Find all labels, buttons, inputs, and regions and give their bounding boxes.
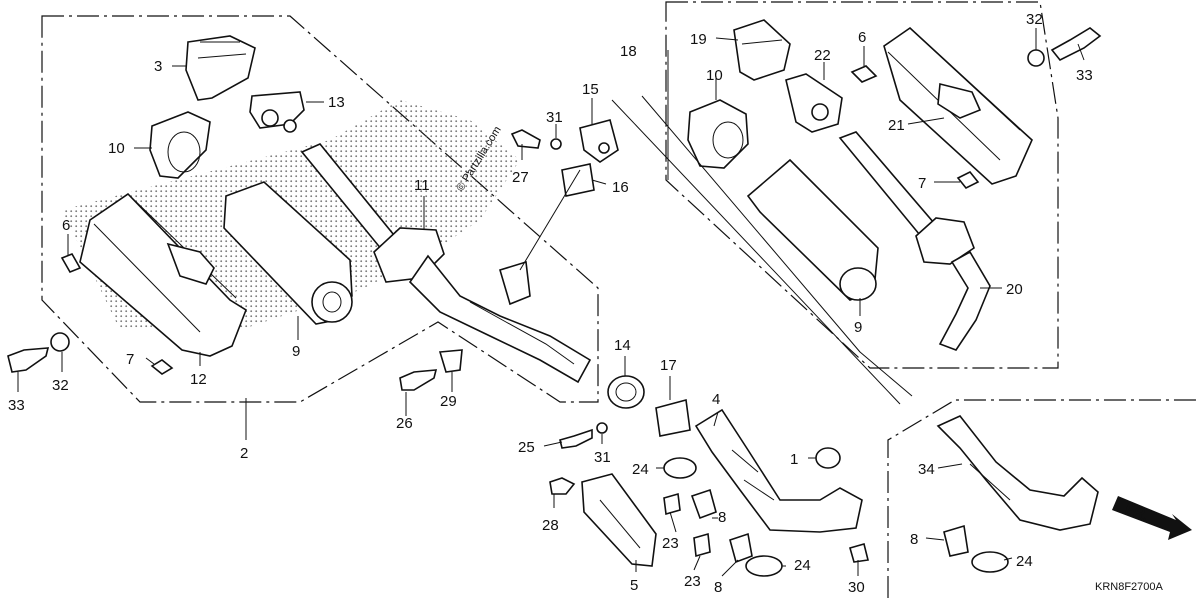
callout-17: 17 xyxy=(660,357,677,374)
inner-cone-part-10-right xyxy=(687,99,749,169)
callout-32-left: 32 xyxy=(52,377,69,394)
callout-8-lower: 8 xyxy=(714,579,722,596)
bracket-part-8-upper xyxy=(690,488,717,520)
muffler-body-part-21 xyxy=(883,26,1033,185)
callout-15: 15 xyxy=(582,81,599,98)
forward-direction-arrow-icon xyxy=(1112,496,1192,540)
callout-32-right: 32 xyxy=(1026,11,1043,28)
callout-26: 26 xyxy=(396,415,413,432)
callout-11: 11 xyxy=(414,177,430,194)
silencer-insert-part-9-left xyxy=(223,181,353,325)
screw-part-6-right xyxy=(850,65,878,83)
screw-part-7-right xyxy=(956,170,980,190)
bracket-clamp-part-15 xyxy=(579,119,619,163)
callout-labels: 3 13 10 6 7 12 32 33 9 2 11 15 31 27 16 … xyxy=(8,11,1093,596)
washer-part-31-lower xyxy=(596,422,608,434)
screw-part-6-left xyxy=(60,252,82,274)
clip-part-23-upper xyxy=(663,492,681,516)
bolt-part-27 xyxy=(510,129,541,149)
callout-24-inset: 24 xyxy=(1016,553,1033,570)
callout-16: 16 xyxy=(612,179,629,196)
assembly-frame-2 xyxy=(41,15,599,403)
callout-8-inset: 8 xyxy=(910,531,918,548)
callout-28: 28 xyxy=(542,517,559,534)
washer-part-32-left xyxy=(50,332,70,352)
pipe-part-20 xyxy=(838,131,991,351)
inner-cone-part-10 xyxy=(149,111,211,179)
clip-part-29 xyxy=(438,349,463,373)
callout-7-right: 7 xyxy=(918,175,926,192)
callout-19: 19 xyxy=(690,31,707,48)
exhaust-header-part-4 xyxy=(694,408,863,533)
callout-6-left: 6 xyxy=(62,217,70,234)
diagram-code: KRN8F2700A xyxy=(1095,581,1164,593)
callout-23-lower: 23 xyxy=(684,573,701,590)
header-assembly-part-34 xyxy=(936,415,1099,531)
bolt-part-33-left xyxy=(7,347,50,373)
inset-frame-34 xyxy=(887,399,1200,598)
pipe-flange-part-11 xyxy=(300,143,592,384)
callout-30: 30 xyxy=(848,579,865,596)
clamp-part-24-upper xyxy=(663,457,697,479)
mounting-plate-part-22 xyxy=(785,73,843,133)
mounting-plate-part-13 xyxy=(249,91,305,133)
bolt-part-33-right xyxy=(1050,27,1102,62)
callout-24-lower: 24 xyxy=(794,557,811,574)
callout-5: 5 xyxy=(630,577,638,594)
gasket-part-1 xyxy=(815,447,841,469)
assembly-frame-18 xyxy=(665,1,1059,369)
callout-9-left: 9 xyxy=(292,343,300,360)
callout-leaders xyxy=(17,28,1085,577)
nut-part-30 xyxy=(849,543,869,563)
callout-33-left: 33 xyxy=(8,397,25,414)
callout-4: 4 xyxy=(712,391,720,408)
clamp-part-24-inset xyxy=(971,551,1009,573)
silencer-insert-part-9-right xyxy=(746,158,879,301)
bracket-part-8-inset xyxy=(943,524,969,557)
callout-14: 14 xyxy=(614,337,631,354)
callout-2: 2 xyxy=(240,445,248,462)
sleeve-part-17 xyxy=(655,398,691,437)
callout-34: 34 xyxy=(918,461,935,478)
callout-25: 25 xyxy=(518,439,535,456)
callout-21: 21 xyxy=(888,117,905,134)
clip-part-23-lower xyxy=(693,532,711,558)
heat-guard-part-5 xyxy=(581,473,657,567)
callout-24-upper: 24 xyxy=(632,461,649,478)
washer-part-31-top xyxy=(550,138,562,150)
clamp-part-24-lower xyxy=(745,555,783,577)
callout-8-upper: 8 xyxy=(718,509,726,526)
callout-9-right: 9 xyxy=(854,319,862,336)
callout-23-upper: 23 xyxy=(662,535,679,552)
muffler-body-part-12 xyxy=(79,192,247,357)
callout-31-top: 31 xyxy=(546,109,563,126)
callout-1: 1 xyxy=(790,451,798,468)
bracket-part-8-lower xyxy=(729,532,753,564)
callout-22: 22 xyxy=(814,47,831,64)
muffler-end-cap-part-3 xyxy=(185,35,256,101)
washer-part-32-right xyxy=(1027,49,1045,67)
screw-part-7-left xyxy=(150,359,174,375)
callout-12: 12 xyxy=(190,371,207,388)
callout-10-left: 10 xyxy=(108,140,125,157)
callout-10-right: 10 xyxy=(706,67,723,84)
assembly-lead-lines xyxy=(519,95,913,405)
callout-13: 13 xyxy=(328,94,345,111)
clamp-part-14 xyxy=(607,375,645,409)
end-cap-part-19 xyxy=(733,19,791,81)
callout-27: 27 xyxy=(512,169,529,186)
bolt-part-28 xyxy=(549,477,576,495)
callout-18: 18 xyxy=(620,43,637,60)
callout-6-right: 6 xyxy=(858,29,866,46)
sleeve-part-16 xyxy=(561,163,595,197)
callout-20: 20 xyxy=(1006,281,1023,298)
bolt-part-25 xyxy=(559,428,593,449)
callout-31-lower: 31 xyxy=(594,449,611,466)
callout-29: 29 xyxy=(440,393,457,410)
callout-33-right: 33 xyxy=(1076,67,1093,84)
callout-3: 3 xyxy=(154,58,162,75)
bolt-part-26 xyxy=(399,369,438,391)
callout-7-left: 7 xyxy=(126,351,134,368)
